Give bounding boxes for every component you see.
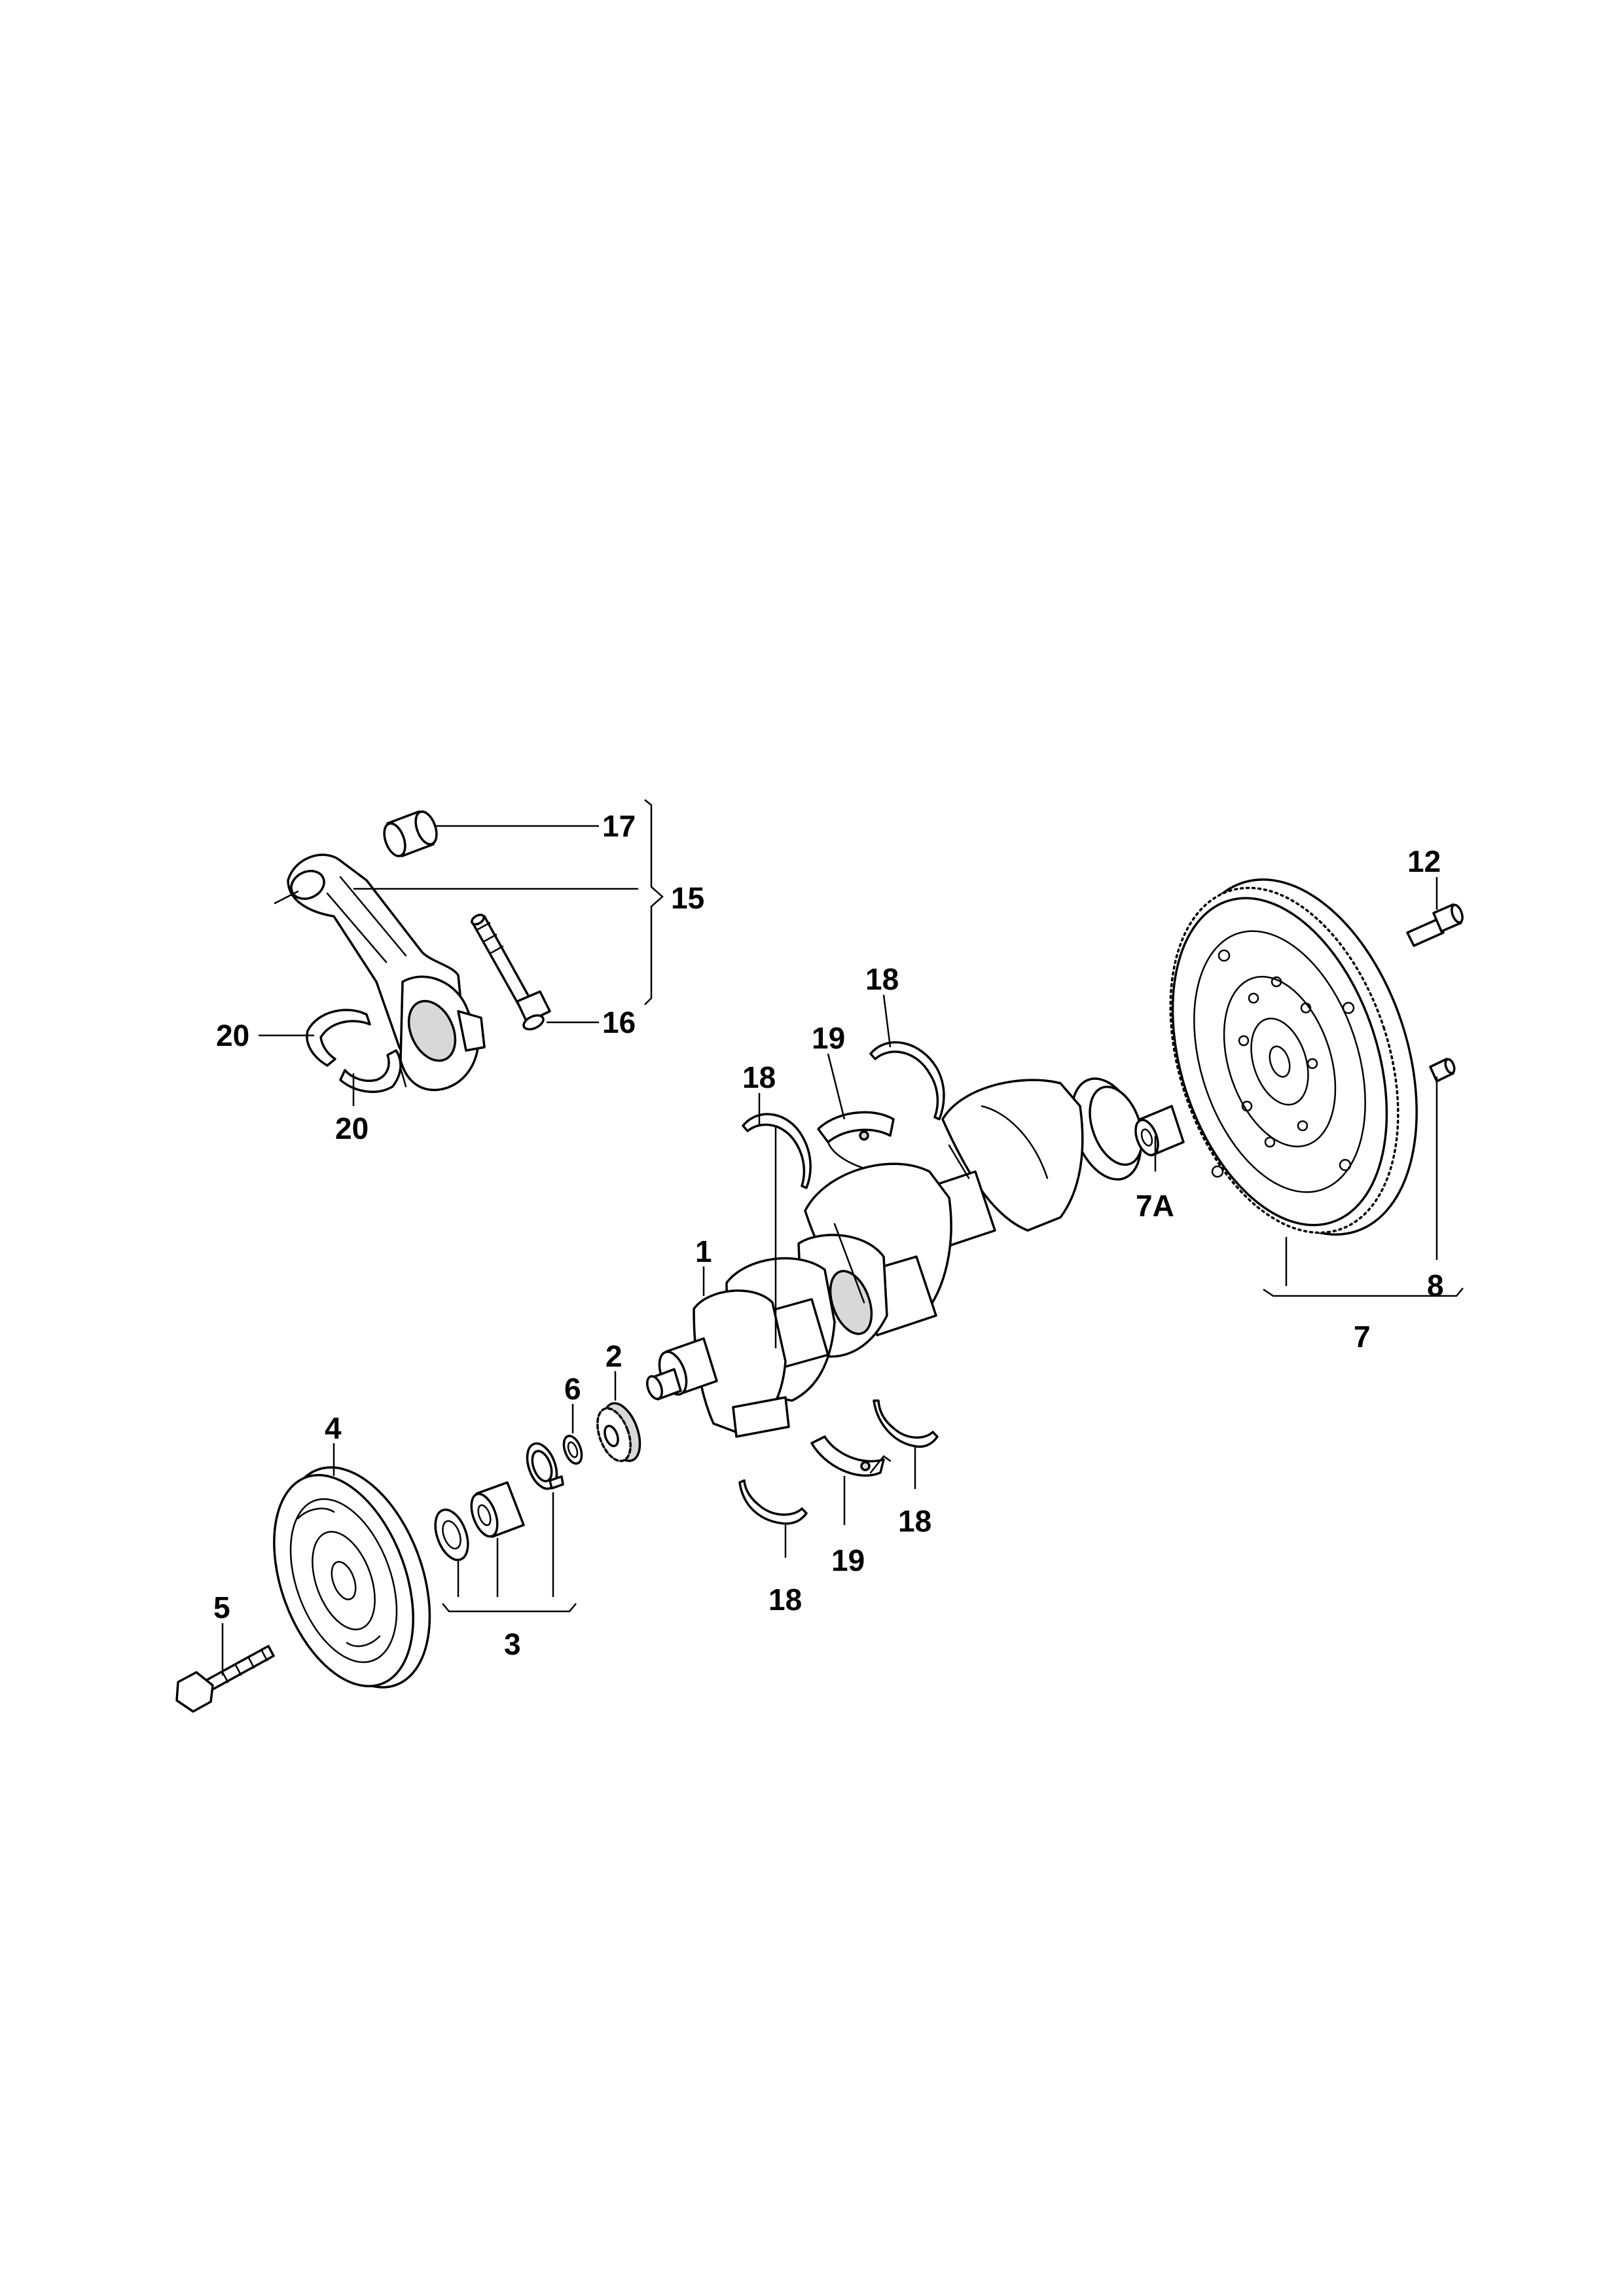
brackets bbox=[442, 799, 1464, 1613]
connecting-rod bbox=[274, 853, 486, 1092]
lower-main-bearing-shell bbox=[810, 1435, 892, 1477]
connecting-rod-assembly bbox=[274, 810, 551, 1093]
rod-bearing-shells bbox=[306, 1009, 402, 1093]
callout-4: 4 bbox=[325, 1411, 342, 1445]
callout-19-lower: 19 bbox=[831, 1543, 865, 1577]
callout-16: 16 bbox=[602, 1005, 636, 1039]
callout-5: 5 bbox=[213, 1590, 230, 1624]
callout-3: 3 bbox=[504, 1627, 521, 1661]
callout-2: 2 bbox=[605, 1339, 623, 1373]
front-spacer-sleeve bbox=[470, 1481, 525, 1538]
callout-20-upper: 20 bbox=[216, 1018, 249, 1052]
callout-6: 6 bbox=[564, 1372, 581, 1406]
callout-18-upper-right: 18 bbox=[865, 962, 899, 996]
callout-8: 8 bbox=[1427, 1268, 1444, 1302]
small-end-bushing bbox=[383, 810, 438, 857]
lower-thrust-washer-right bbox=[873, 1399, 939, 1448]
callout-7a: 7A bbox=[1136, 1189, 1174, 1223]
callout-20-lower: 20 bbox=[335, 1111, 369, 1145]
front-oil-seal-washer bbox=[434, 1508, 469, 1562]
lower-thrust-washer-left bbox=[738, 1479, 808, 1525]
pulley-bolt bbox=[175, 1645, 275, 1713]
bracket-7 bbox=[1263, 1287, 1464, 1297]
callout-labels: 17 15 16 20 20 18 19 18 1 2 6 4 5 3 18 1… bbox=[213, 809, 1444, 1661]
leader-lines bbox=[221, 825, 1438, 1676]
callout-12: 12 bbox=[1407, 844, 1441, 878]
upper-thrust-washer-left bbox=[742, 1113, 812, 1189]
callout-19-upper: 19 bbox=[812, 1021, 845, 1055]
bracket-15 bbox=[644, 799, 664, 1005]
callout-18-upper-left: 18 bbox=[742, 1060, 776, 1094]
crankshaft bbox=[646, 1077, 1144, 1438]
callout-1: 1 bbox=[695, 1234, 712, 1268]
flywheel bbox=[1169, 878, 1418, 1236]
oil-pump-drive-ring bbox=[526, 1442, 564, 1490]
upper-main-bearing-shell bbox=[817, 1111, 895, 1170]
bracket-3 bbox=[442, 1603, 577, 1613]
dowel-pin bbox=[1429, 1058, 1456, 1083]
crankshaft-pulley-damper bbox=[273, 1466, 431, 1689]
callout-15: 15 bbox=[671, 881, 704, 915]
pilot-bearing bbox=[1134, 1105, 1185, 1157]
upper-thrust-washer-right bbox=[869, 1041, 945, 1121]
callout-7: 7 bbox=[1354, 1319, 1371, 1354]
callout-18-lower-left: 18 bbox=[768, 1583, 802, 1617]
callout-17: 17 bbox=[602, 809, 636, 843]
woodruff-key-washer bbox=[562, 1435, 583, 1465]
connecting-rod-bolt bbox=[471, 914, 551, 1031]
flywheel-bolt bbox=[1406, 903, 1464, 947]
crankshaft-timing-gear bbox=[596, 1402, 641, 1462]
callout-18-lower-right: 18 bbox=[898, 1504, 931, 1538]
